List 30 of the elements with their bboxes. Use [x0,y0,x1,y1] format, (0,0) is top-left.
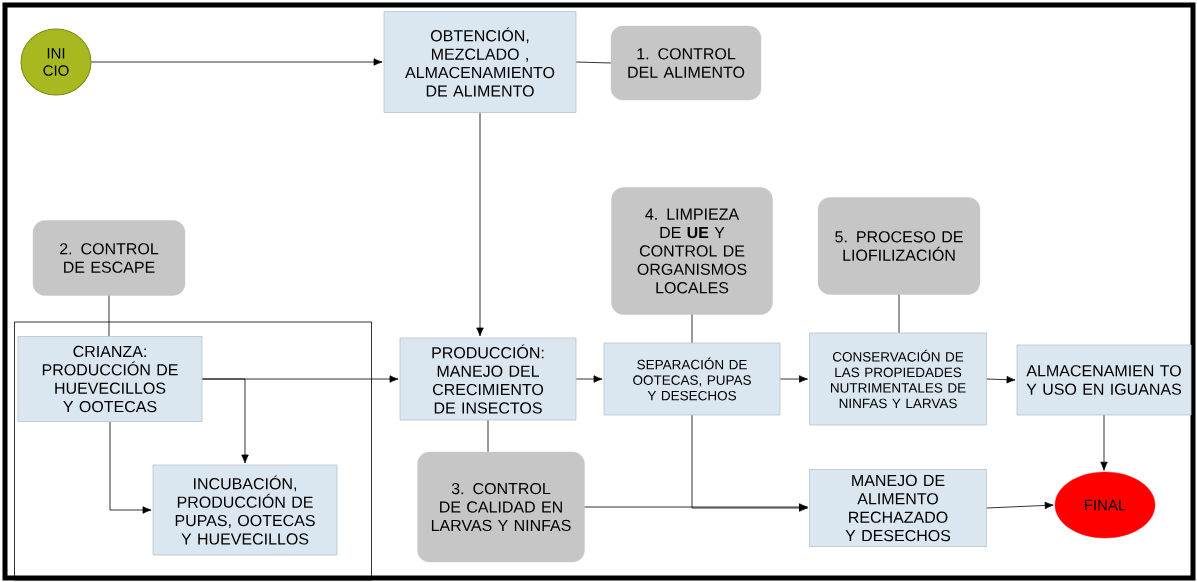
arrow [109,421,152,514]
control-box: 1. CONTROL DEL ALIMENTO [610,25,762,101]
arrow [476,112,484,337]
process-box: CONSERVACIÓN DE LAS PROPIEDADES NUTRIMENTALES DE NINFAS Y LARVAS [809,332,987,426]
process-box: OBTENCIÓN, MEZCLADO , ALMACENAMIENTO DE ALIMENTO [383,11,577,113]
process-box: SEPARACIÓN DE OOTECAS, PUPAS Y DESECHOS [603,342,781,416]
control-box: 3. CONTROL DE CALIDAD EN LARVAS Y NINFAS [417,451,585,563]
process-box: INCUBACIÓN, PRODUCCIÓN DE PUPAS, OOTECAS Y HUEVECILLOS [152,464,338,556]
arrow [584,503,808,511]
arrow [780,375,808,383]
control-box: 4. LIMPIEZA DE UE Y CONTROL DE ORGANISMOS LOCALES [611,187,773,315]
arrow [691,415,808,512]
arrow [986,501,1054,510]
arrow [576,375,603,383]
arrow [202,378,249,464]
connector-line [898,294,900,333]
process-box: MANEJO DE ALIMENTO RECHAZADO Y DESECHOS [809,469,987,547]
process-box: CRIANZA: PRODUCCIÓN DE HUEVECILLOS Y OOTECAS [17,336,203,422]
arrow [986,376,1016,384]
connector-line [691,314,693,343]
control-box: 5. PROCESO DE LIOFILIZACIÓN [817,197,981,295]
group-frame [14,321,372,581]
arrow [1100,415,1108,471]
arrow [91,58,383,66]
connector-line [487,420,489,453]
connector-line [576,61,612,64]
process-box: PRODUCCIÓN: MANEJO DEL CRECIMIENTO DE INSECTOS [399,337,577,421]
connector-line [108,295,110,337]
control-box: 2. CONTROL DE ESCAPE [32,220,186,296]
process-box: ALMACENAMIEN TO Y USO EN IGUANAS [1016,344,1192,416]
